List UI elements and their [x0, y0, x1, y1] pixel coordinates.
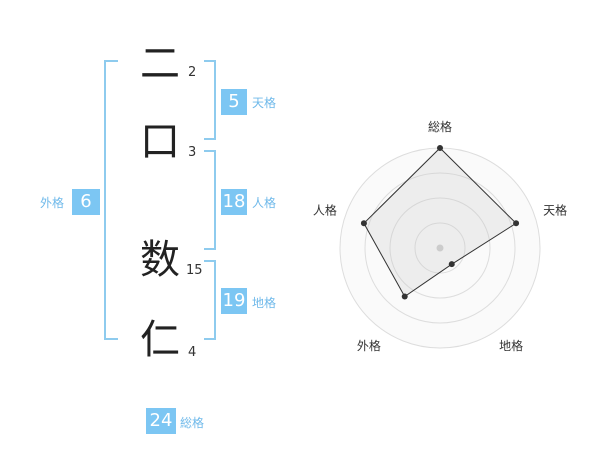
- radar-ring-1: [414, 222, 466, 274]
- tenkaku-value: 5: [221, 89, 247, 115]
- radar-series-polygon: [363, 147, 517, 298]
- chikaku-label: 地格: [252, 296, 277, 310]
- radar-point-4: [401, 293, 408, 300]
- soukaku-value: 24: [146, 408, 176, 434]
- name-char-4: 仁: [140, 317, 180, 363]
- tenkaku-label: 天格: [252, 96, 277, 110]
- radar-point-1: [437, 145, 443, 151]
- radar-point-5: [360, 220, 367, 227]
- stroke-count-4: 4: [188, 345, 197, 360]
- soukaku-label: 総格: [180, 416, 205, 430]
- gaikaku-bracket: [104, 60, 118, 340]
- radar-axis-label-1: 総格: [428, 119, 452, 134]
- tenkaku-bracket: [204, 60, 216, 140]
- stroke-count-1: 2: [188, 65, 197, 80]
- jinkaku-label: 人格: [252, 196, 277, 210]
- radar-axis-label-2: 天格: [543, 203, 567, 218]
- radar-axis-label-4: 外格: [357, 338, 381, 353]
- stroke-count-3: 15: [186, 263, 203, 278]
- jinkaku-value: 18: [221, 189, 247, 215]
- jinkaku-bracket: [204, 150, 216, 250]
- radar-ring-3: [364, 172, 516, 324]
- radar-ring-2: [389, 197, 491, 299]
- gaikaku-label: 外格: [40, 196, 65, 210]
- chikaku-bracket: [204, 260, 216, 340]
- radar-axis-label-3: 地格: [499, 338, 523, 353]
- radar-axis-label-5: 人格: [313, 203, 337, 218]
- chikaku-value: 19: [221, 288, 247, 314]
- radar-point-2: [513, 220, 520, 227]
- name-char-2: 口: [140, 119, 180, 165]
- radar-center-dot: [436, 244, 444, 252]
- name-char-1: 二: [140, 41, 180, 87]
- name-char-3: 数: [140, 237, 180, 283]
- radar-point-3: [448, 261, 455, 268]
- gaikaku-value: 6: [72, 189, 100, 215]
- stroke-count-2: 3: [188, 145, 197, 160]
